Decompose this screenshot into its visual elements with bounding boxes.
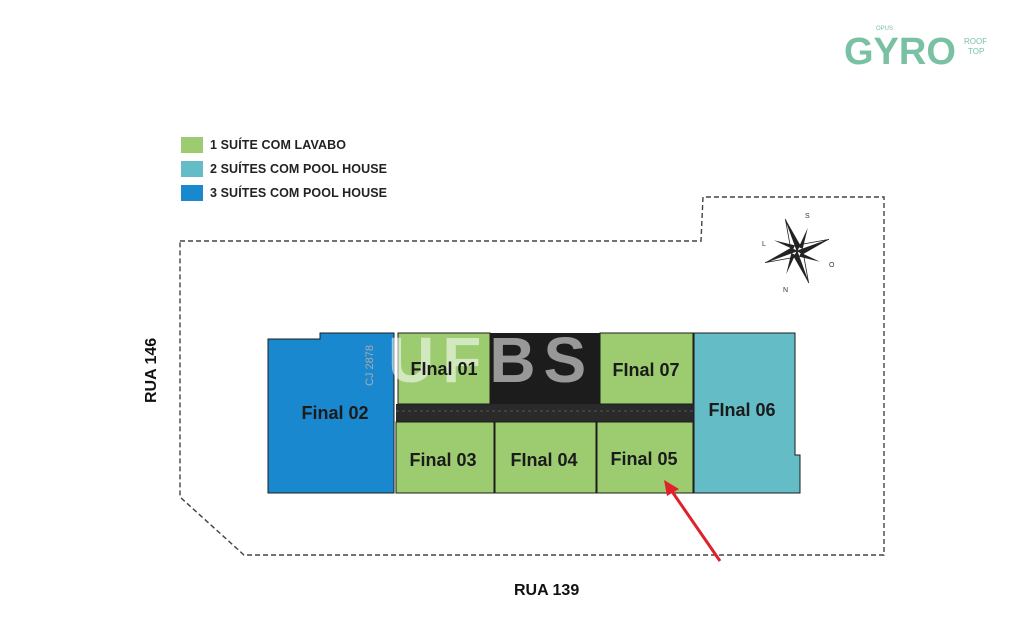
lot-boundary [179, 196, 885, 556]
legend-label: 1 SUÍTE COM LAVABO [210, 138, 347, 152]
logo-roof-text: ROOF [964, 37, 987, 46]
unit-final-06[interactable] [693, 332, 801, 494]
lot-code-label: CJ 2878 [364, 345, 376, 386]
unit-label-final-02: Final 02 [301, 403, 368, 423]
compass-label-n: N [783, 287, 788, 294]
legend-swatch-green [181, 137, 203, 153]
compass-label-l: L [762, 241, 766, 248]
logo-name-text: GYRO [844, 31, 956, 73]
compass-label-o: O [829, 262, 835, 269]
legend-swatch-teal [181, 161, 203, 177]
legend: 1 SUÍTE COM LAVABO 2 SUÍTES COM POOL HOU… [181, 133, 387, 205]
unit-label-final-03: Final 03 [409, 450, 476, 470]
logo-top-text: TOP [968, 47, 984, 56]
unit-final-04[interactable] [494, 421, 597, 494]
legend-item-2-suites: 2 SUÍTES COM POOL HOUSE [181, 157, 387, 181]
unit-label-final-01: FInal 01 [410, 359, 477, 379]
legend-item-3-suites: 3 SUÍTES COM POOL HOUSE [181, 181, 387, 205]
gyro-rooftop-logo: OPUS GYRO ROOF TOP [844, 26, 987, 73]
compass-label-s: S [805, 213, 810, 220]
street-rua-139: RUA 139 [514, 582, 580, 599]
unit-final-05[interactable] [596, 421, 694, 494]
unit-label-final-04: FInal 04 [510, 450, 577, 470]
unit-final-07[interactable] [599, 332, 694, 405]
street-rua-146: RUA 146 [143, 337, 160, 403]
unit-label-final-07: FInal 07 [612, 360, 679, 380]
legend-label: 2 SUÍTES COM POOL HOUSE [210, 162, 388, 176]
unit-final-02[interactable] [267, 332, 395, 494]
compass-rose-icon [764, 218, 830, 284]
legend-item-1-suite: 1 SUÍTE COM LAVABO [181, 133, 387, 157]
unit-final-01[interactable] [397, 332, 491, 405]
unit-final-03[interactable] [395, 421, 495, 494]
unit-label-final-06: FInal 06 [708, 400, 775, 420]
corridor [396, 404, 696, 422]
red-arrow-icon [664, 480, 722, 562]
logo-opus-text: OPUS [876, 26, 893, 32]
legend-swatch-blue [181, 185, 203, 201]
unit-label-final-05: Final 05 [610, 449, 677, 469]
watermark: UFBS [388, 324, 594, 396]
legend-label: 3 SUÍTES COM POOL HOUSE [210, 186, 388, 200]
